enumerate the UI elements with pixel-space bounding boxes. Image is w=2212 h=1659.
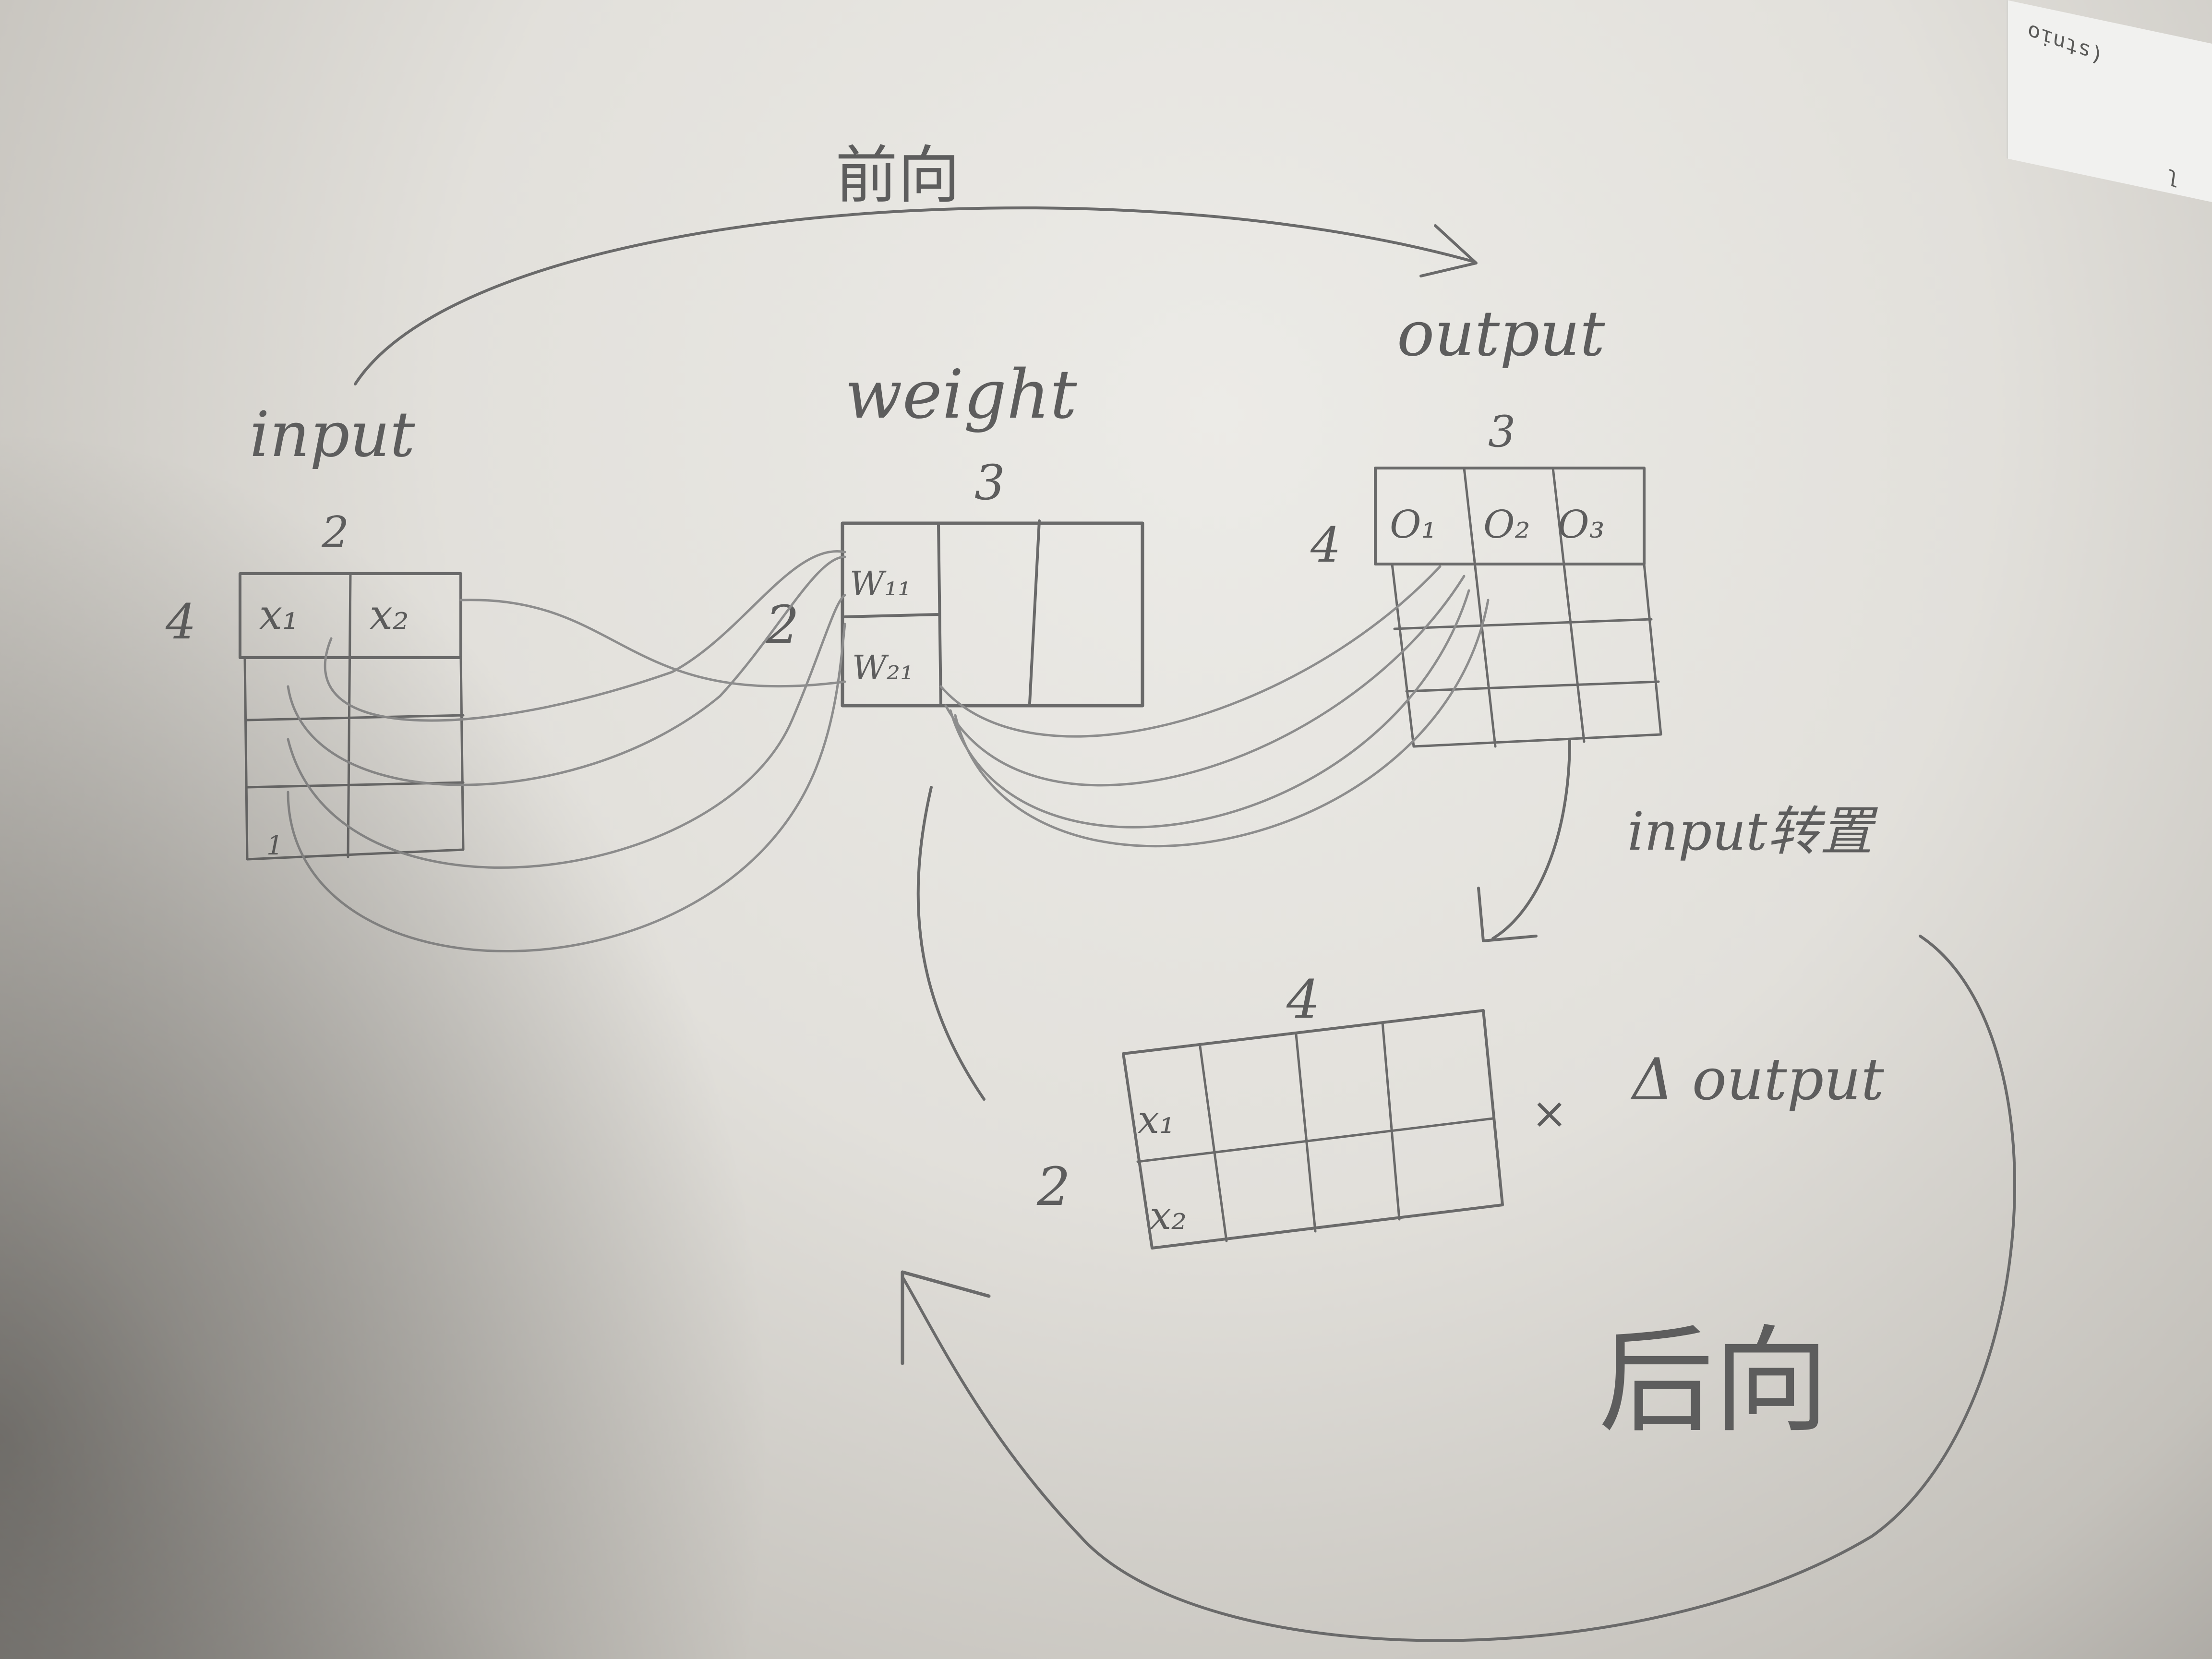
input-rows-label: 4: [165, 594, 196, 650]
forward-label: 前向: [835, 139, 960, 212]
backward-arrow-loop: [901, 935, 2016, 1642]
weight-matrix: 3 2 W₁₁ W₂₁: [765, 455, 1144, 708]
output-title: output: [1397, 297, 1605, 370]
backward-arrowhead: [901, 1270, 991, 1365]
times-sign: ×: [1531, 1088, 1567, 1139]
transpose-cols-label: 4: [1286, 969, 1320, 1030]
output-cell-o2: O₂: [1483, 502, 1530, 547]
input-row-marker: 1: [266, 830, 283, 861]
backward-label: 后向: [1599, 1314, 1829, 1448]
curve-weight-to-output-4: [954, 599, 1490, 848]
backward-arrow-up: [916, 786, 986, 1101]
curve-weight-to-output-1: [939, 565, 1442, 738]
curve-row4-to-weight: [287, 623, 846, 952]
transpose-rows-label: 2: [1036, 1156, 1070, 1217]
delta-output-label: Δ output: [1630, 1046, 1885, 1113]
input-cols-label: 2: [321, 507, 349, 558]
input-matrix: 2 4 x₁ x₂ 1: [165, 507, 465, 861]
curve-weight-to-output-2: [944, 575, 1466, 787]
input-cell-x2: x₂: [370, 591, 409, 639]
transpose-cell-x1: x₁: [1138, 1097, 1175, 1142]
transpose-arrowhead: [1477, 887, 1538, 942]
output-cell-o3: O₃: [1558, 502, 1605, 547]
weight-title: weight: [845, 356, 1077, 434]
output-cols-label: 3: [1488, 407, 1515, 457]
input-cell-x1: x₁: [259, 591, 299, 639]
output-cell-o1: O₁: [1390, 502, 1437, 547]
weight-cell-w21: W₂₁: [852, 648, 914, 687]
weight-cell-w11: W₁₁: [850, 564, 911, 603]
transpose-grid-lines: [1136, 1021, 1494, 1242]
output-rows-label: 4: [1310, 517, 1341, 573]
transpose-cell-x2: x₂: [1150, 1193, 1187, 1238]
weight-cols-label: 3: [974, 455, 1005, 511]
output-matrix: 3 4 O₁ O₂ O₃: [1310, 407, 1662, 748]
input-transpose-label: input转置: [1627, 801, 1878, 862]
input-title: input: [250, 398, 415, 471]
transpose-matrix: 4 2 x₁ x₂: [1036, 969, 1504, 1250]
transpose-arrow: [1491, 738, 1571, 940]
connection-curves: [287, 550, 1490, 952]
curve-weight-to-output-3: [949, 589, 1470, 829]
